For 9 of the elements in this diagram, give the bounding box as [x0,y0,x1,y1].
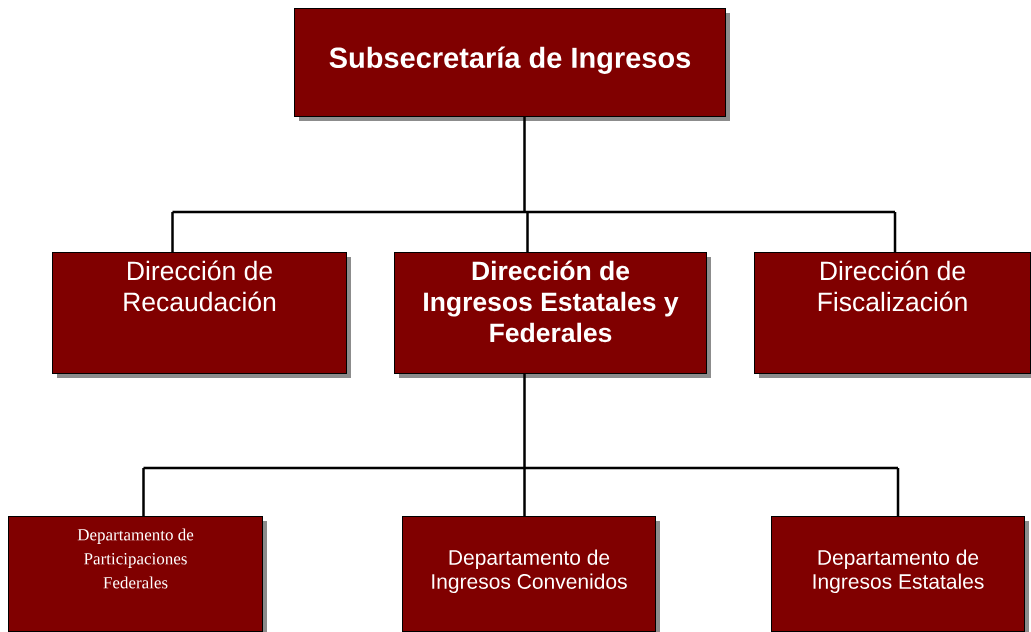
connector-line [171,115,897,252]
org-box: Departamento de Ingresos Estatales [771,516,1029,632]
org-box: Departamento de Ingresos Convenidos [402,516,660,632]
org-box: Dirección de Ingresos Estatales y Federales [394,252,711,378]
connector-line [142,372,900,516]
org-box: Departamento de Participaciones Federales [8,516,267,632]
org-box: Dirección de Recaudación [52,252,351,378]
org-box: Subsecretaría de Ingresos [294,8,730,121]
org-box: Dirección de Fiscalización [754,252,1031,378]
